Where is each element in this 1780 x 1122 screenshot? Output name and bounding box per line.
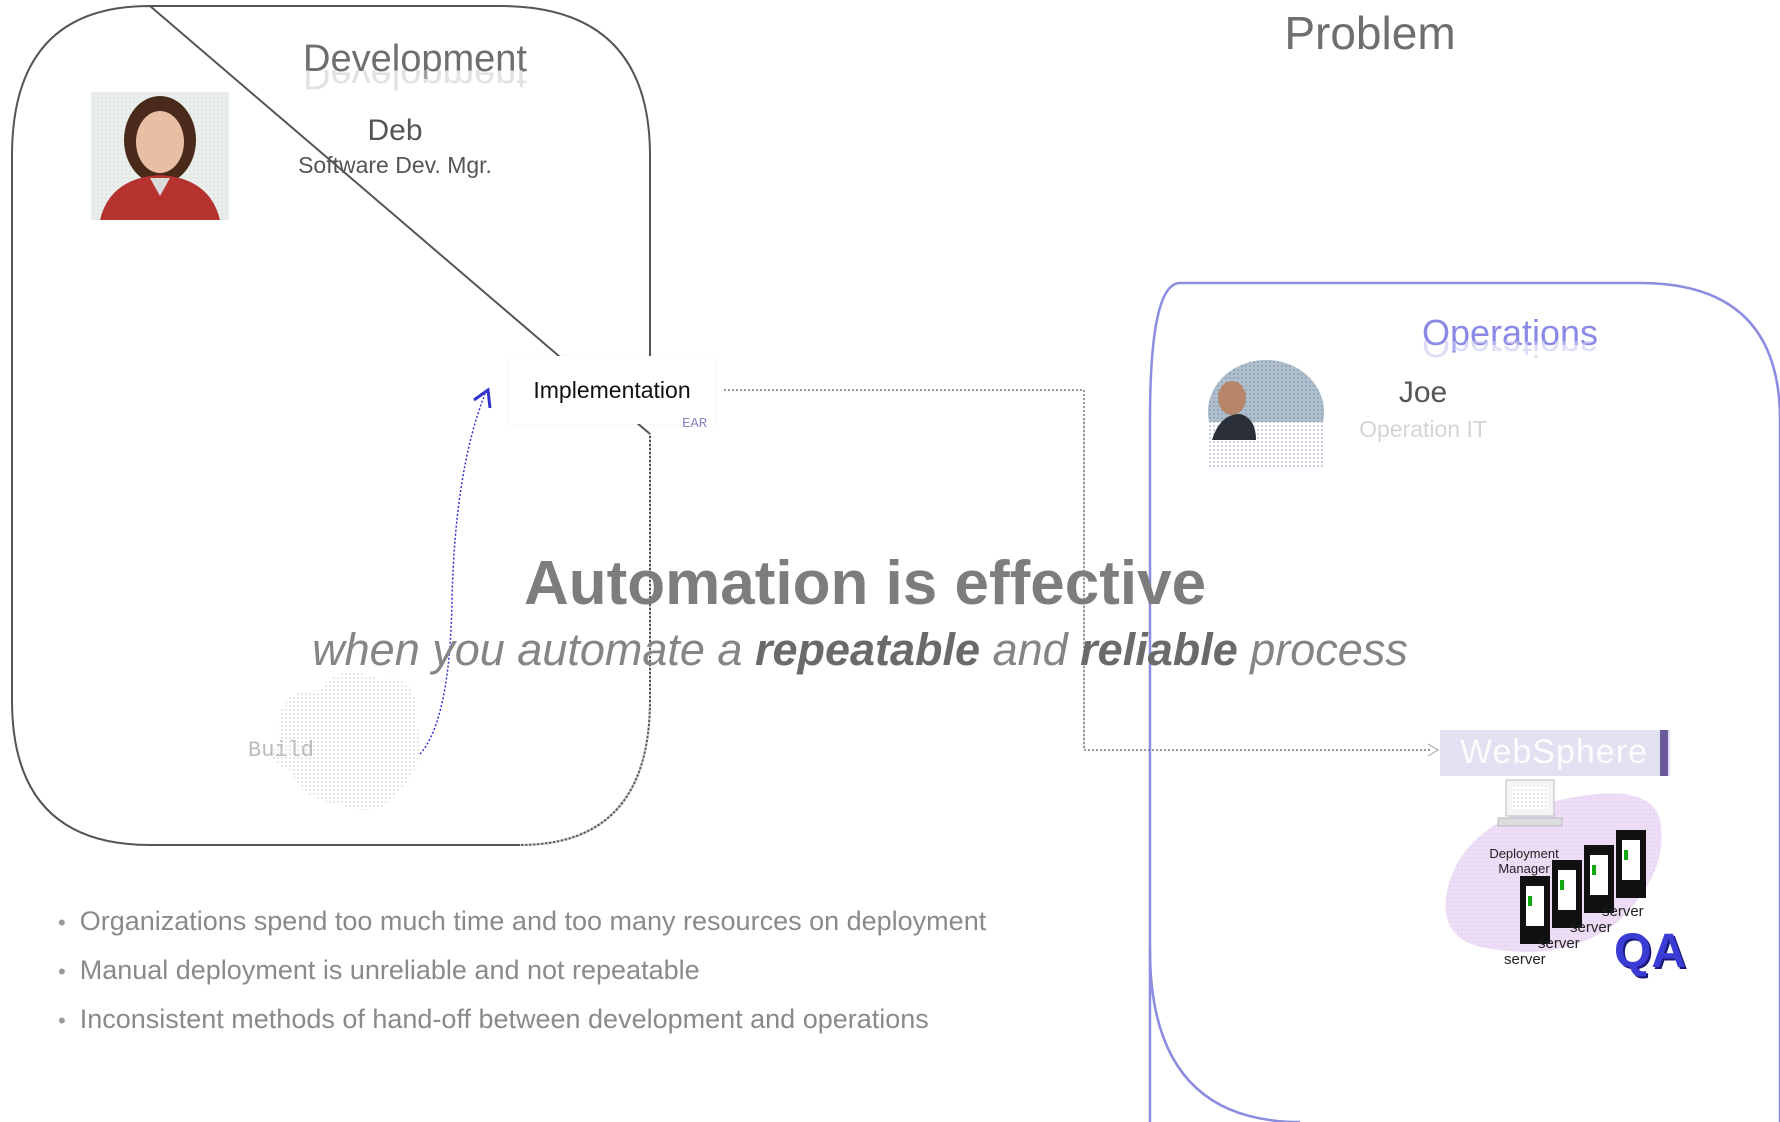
server-icon-1 xyxy=(1520,876,1550,944)
subheadline: when you automate a repeatable and relia… xyxy=(230,624,1490,676)
websphere-banner xyxy=(1440,730,1670,776)
development-container-faded-edge xyxy=(519,434,651,846)
page-title: Problem xyxy=(1284,7,1456,59)
deb-name: Deb xyxy=(367,114,423,147)
development-title: Development xyxy=(303,38,527,80)
deployment-manager-label: Deployment Manager xyxy=(1489,846,1559,876)
deployment-manager-icon xyxy=(1497,779,1563,827)
subheadline-suffix: process xyxy=(1237,624,1408,675)
qa-label: QA xyxy=(1614,925,1686,978)
server-label-2: server xyxy=(1538,935,1580,952)
subheadline-mid: and xyxy=(980,624,1081,675)
bullet-item: Manual deployment is unreliable and not … xyxy=(58,955,986,985)
build-cloud xyxy=(272,672,420,810)
subheadline-reliable: reliable xyxy=(1080,624,1238,675)
server-icon-3 xyxy=(1584,845,1614,913)
joe-role: Operation IT xyxy=(1359,416,1487,442)
deb-photo xyxy=(91,92,229,220)
operations-title-reflection: Operations xyxy=(1421,341,1599,365)
development-container xyxy=(11,4,651,846)
subheadline-prefix: when you automate a xyxy=(312,624,755,675)
build-label: Build xyxy=(248,738,315,763)
implementation-artifact: Implementation xyxy=(508,356,716,424)
deb-role: Software Dev. Mgr. xyxy=(298,152,492,178)
development-title-reflection: Development xyxy=(303,70,527,96)
implementation-label: Implementation xyxy=(533,376,691,403)
headline: Automation is effective xyxy=(523,549,1207,618)
operations-container-bottom xyxy=(1148,949,1301,1122)
operations-title: Operations xyxy=(1421,312,1599,353)
websphere-label: WebSphere xyxy=(1460,733,1648,771)
server-label-4: server xyxy=(1602,903,1644,920)
operations-container xyxy=(1148,281,1780,1122)
joe-photo xyxy=(1208,360,1324,468)
problem-bullets: Organizations spend too much time and to… xyxy=(58,906,987,1053)
build-arrowhead xyxy=(473,387,492,409)
server-icon-2 xyxy=(1552,860,1582,928)
bullet-item: Inconsistent methods of hand-off between… xyxy=(58,1004,986,1034)
handoff-arrowhead xyxy=(1427,743,1439,757)
bullet-item: Organizations spend too much time and to… xyxy=(58,906,987,936)
server-label-3: server xyxy=(1570,919,1612,936)
build-to-implementation-arrow xyxy=(419,393,486,755)
joe-name: Joe xyxy=(1398,376,1448,409)
server-icon-4 xyxy=(1616,830,1646,898)
subheadline-repeatable: repeatable xyxy=(754,624,981,675)
websphere-banner-edge xyxy=(1660,730,1668,776)
server-label-1: server xyxy=(1504,951,1546,968)
ear-tag: EAR xyxy=(682,416,708,432)
